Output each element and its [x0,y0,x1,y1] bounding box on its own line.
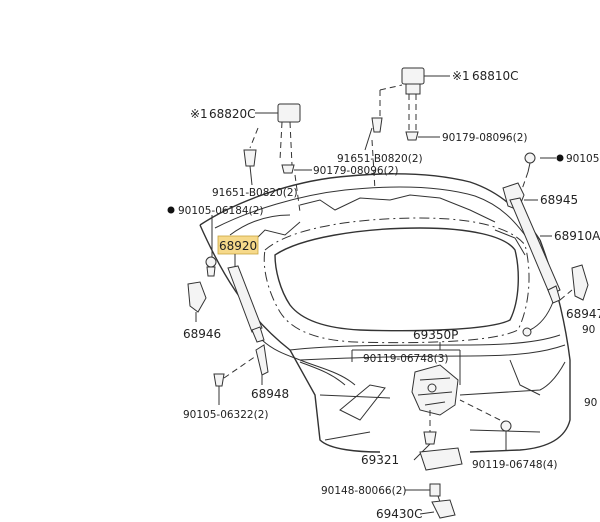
strut-68920 [205,254,301,361]
label-90105-lower: 90105-06322(2) [183,409,268,421]
bolt-90105-lower [213,355,257,405]
label-90-cut-2: 90 [584,397,597,409]
label-91651-b: 91651-B0820(2) [212,187,298,199]
label-68910a: 68910A [554,229,600,243]
label-68945: 68945 [540,193,578,207]
label-69430c: 69430C [376,507,423,521]
label-68920: 68920 [219,239,257,253]
label-90148: 90148-80066(2) [321,485,406,497]
label-90-cut-1: 90 [582,324,595,336]
tailgate-body [199,173,571,453]
label-68810c: 68810C [472,69,519,83]
bracket-69430c [405,483,456,519]
label-90179-b: 90179-08096(2) [313,165,398,177]
highlight-68920 [217,235,259,255]
label-69321: 69321 [361,453,399,467]
label-90119-a: 90119-06748(3) [363,353,448,365]
label-68947: 68947 [566,307,600,321]
label-68810c-mark: ※1 [452,69,470,83]
label-90119-b: 90119-06748(4) [472,459,557,471]
label-68820c: 68820C [209,107,256,121]
label-68820c-mark: ※1 [190,107,208,121]
label-90105-left: 90105-06184(2) [178,205,263,217]
label-90105-right: 90105 [566,153,599,165]
lock-69350p [351,342,512,471]
strut-68910a [509,197,561,337]
label-90179-a: 90179-08096(2) [442,132,527,144]
motor-68820c [243,103,312,213]
bracket-68946 [187,281,207,322]
label-68946: 68946 [183,327,221,341]
label-68948: 68948 [251,387,289,401]
cable-68948 [255,344,356,386]
label-69350p: 69350P [413,328,458,342]
motor-68810c [364,67,450,191]
label-91651-a: 91651-B0820(2) [337,153,423,165]
bolt-90105-left [167,206,213,258]
bolt-90105-right [519,152,564,196]
bracket-68947 [559,264,589,301]
